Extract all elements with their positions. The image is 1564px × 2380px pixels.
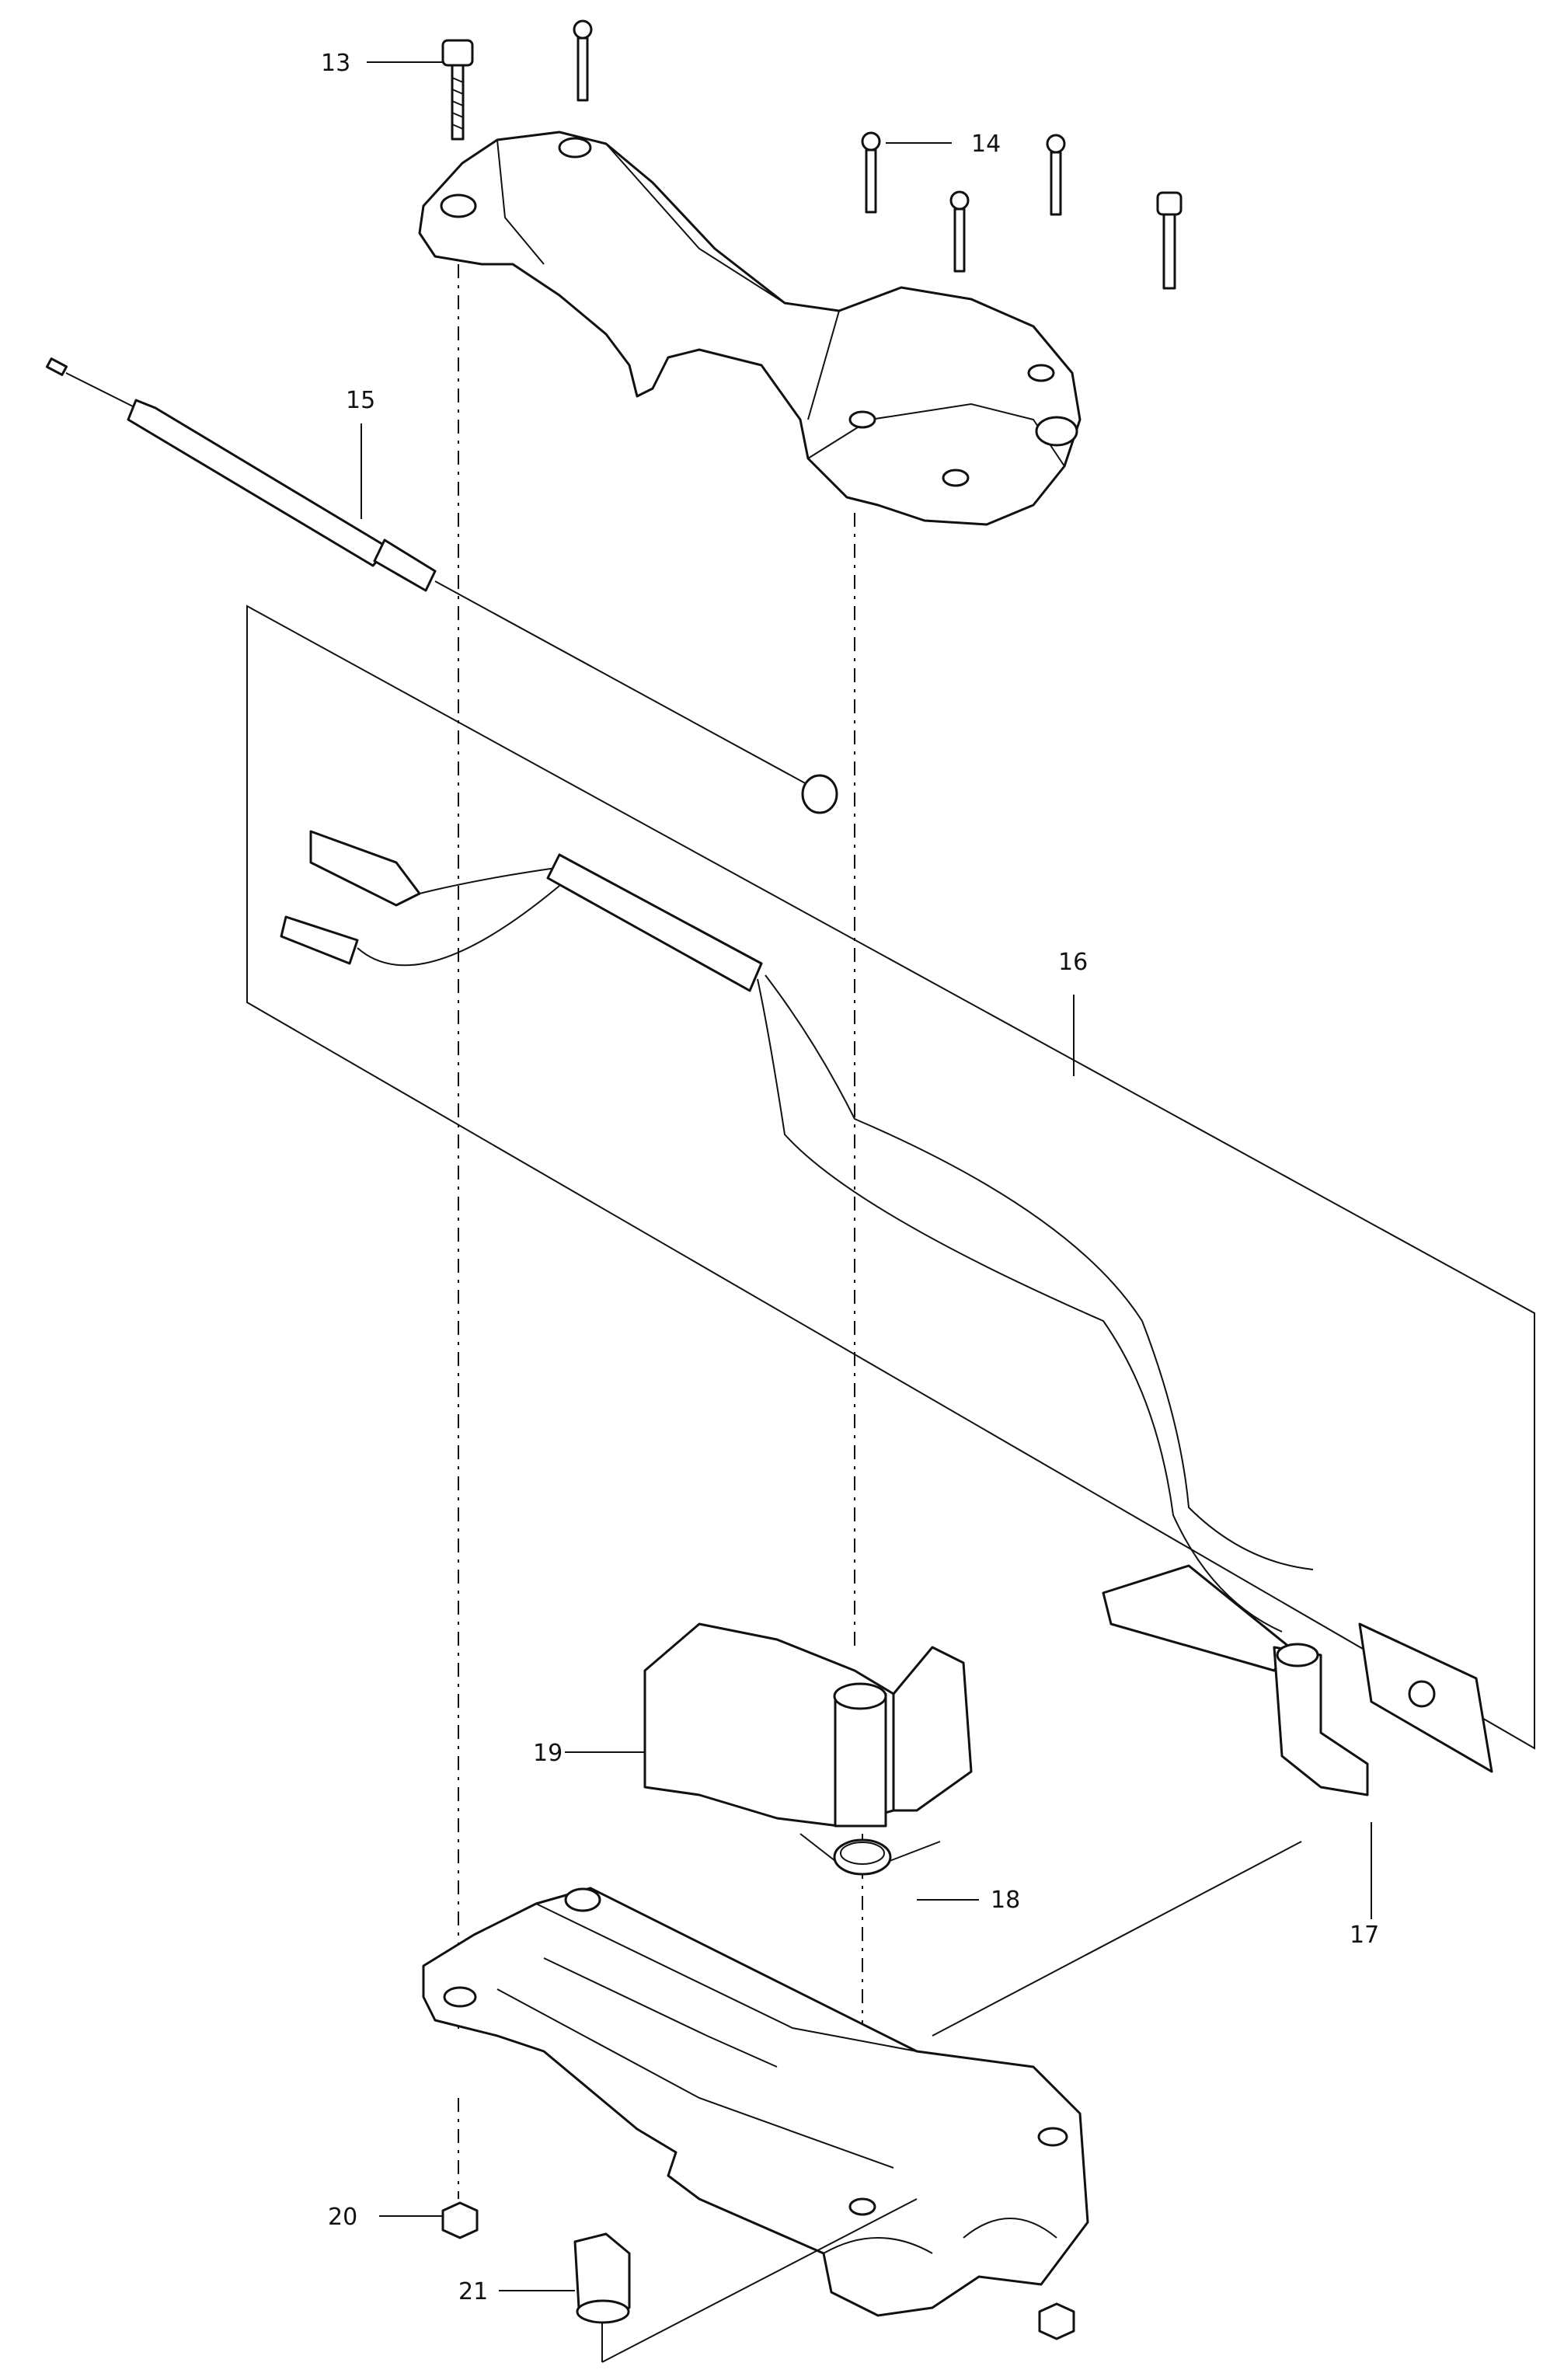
screw-top-left [573,19,593,102]
screw-13 [441,39,474,141]
spring [799,1833,941,1876]
nut-bottom [1038,2302,1075,2340]
throttle-cable [45,357,838,814]
screw-right [1046,134,1066,216]
label-14: 14 [971,131,1001,158]
screw-14 [861,131,881,214]
leader-lines [361,61,1372,2363]
wire-harness-panel [246,605,1535,1773]
label-18: 18 [991,1887,1020,1914]
lower-handle-housing [422,1887,1089,2317]
screws [441,19,1183,290]
label-16: 16 [1058,949,1088,976]
nut-20 [441,2201,479,2239]
label-13: 13 [321,50,350,77]
throttle-trigger [643,1622,973,1828]
label-17: 17 [1350,1922,1379,1949]
screw-mid [949,190,970,273]
label-15: 15 [346,387,375,414]
upper-handle-housing [418,131,1082,526]
part-labels: 13 14 15 16 17 18 19 20 21 [321,50,1379,2305]
lock-off-lever [1102,1564,1369,1796]
label-19: 19 [533,1740,563,1767]
label-20: 20 [328,2204,357,2231]
knob-21 [573,2232,631,2324]
label-21: 21 [458,2278,488,2305]
screw-far-right [1156,191,1183,290]
